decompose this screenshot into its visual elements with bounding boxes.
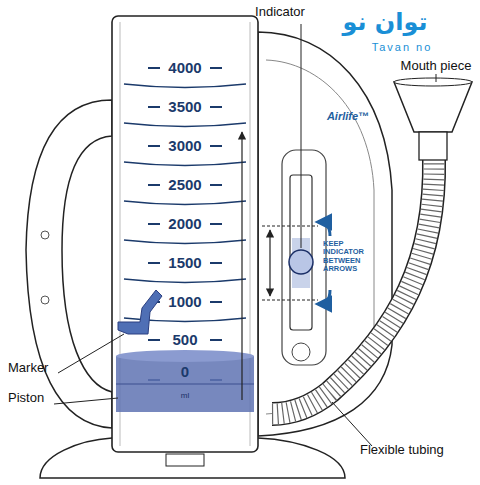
scale-tick	[210, 184, 222, 186]
scale-line	[124, 84, 246, 88]
watermark: Tavan no	[372, 41, 433, 53]
scale-number: 1000	[168, 294, 201, 311]
scale-tick	[148, 223, 160, 225]
scale-line	[124, 162, 246, 166]
scale-tick	[210, 106, 222, 108]
scale-number: 3000	[168, 138, 201, 155]
unit-label: ml	[181, 392, 189, 401]
scale-number: 2000	[168, 216, 201, 233]
scale-tick	[210, 223, 222, 225]
scale-line	[124, 123, 246, 127]
scale-number: 2500	[168, 177, 201, 194]
part-label: Piston	[8, 391, 44, 405]
part-label: Mouth piece	[401, 59, 472, 73]
scale-tick	[148, 262, 160, 264]
part-label: Flexible tubing	[360, 443, 444, 457]
scale-tick	[148, 106, 160, 108]
scale-tick	[148, 67, 160, 69]
part-label: Indicator	[255, 5, 305, 19]
scale-tick	[210, 67, 222, 69]
part-label: Marker	[8, 361, 48, 375]
scale-tick	[210, 262, 222, 264]
scale-line	[124, 279, 246, 283]
brand-label: Airlife™	[327, 110, 369, 122]
scale-tick	[148, 184, 160, 186]
scale-number: 500	[172, 332, 197, 349]
watermark: توان نو	[342, 9, 427, 35]
scale-line	[124, 201, 246, 205]
instruction-text: KEEP INDICATOR BETWEEN ARROWS	[323, 240, 375, 273]
scale-tick	[210, 145, 222, 147]
scale-tick	[210, 339, 222, 341]
scale-tick	[148, 339, 160, 341]
scale-number: 0	[181, 364, 189, 381]
scale-line	[124, 240, 246, 244]
scale-number: 1500	[168, 255, 201, 272]
scale-number: 4000	[168, 60, 201, 77]
scale-tick	[210, 301, 222, 303]
scale-number: 3500	[168, 99, 201, 116]
scale-tick	[148, 145, 160, 147]
